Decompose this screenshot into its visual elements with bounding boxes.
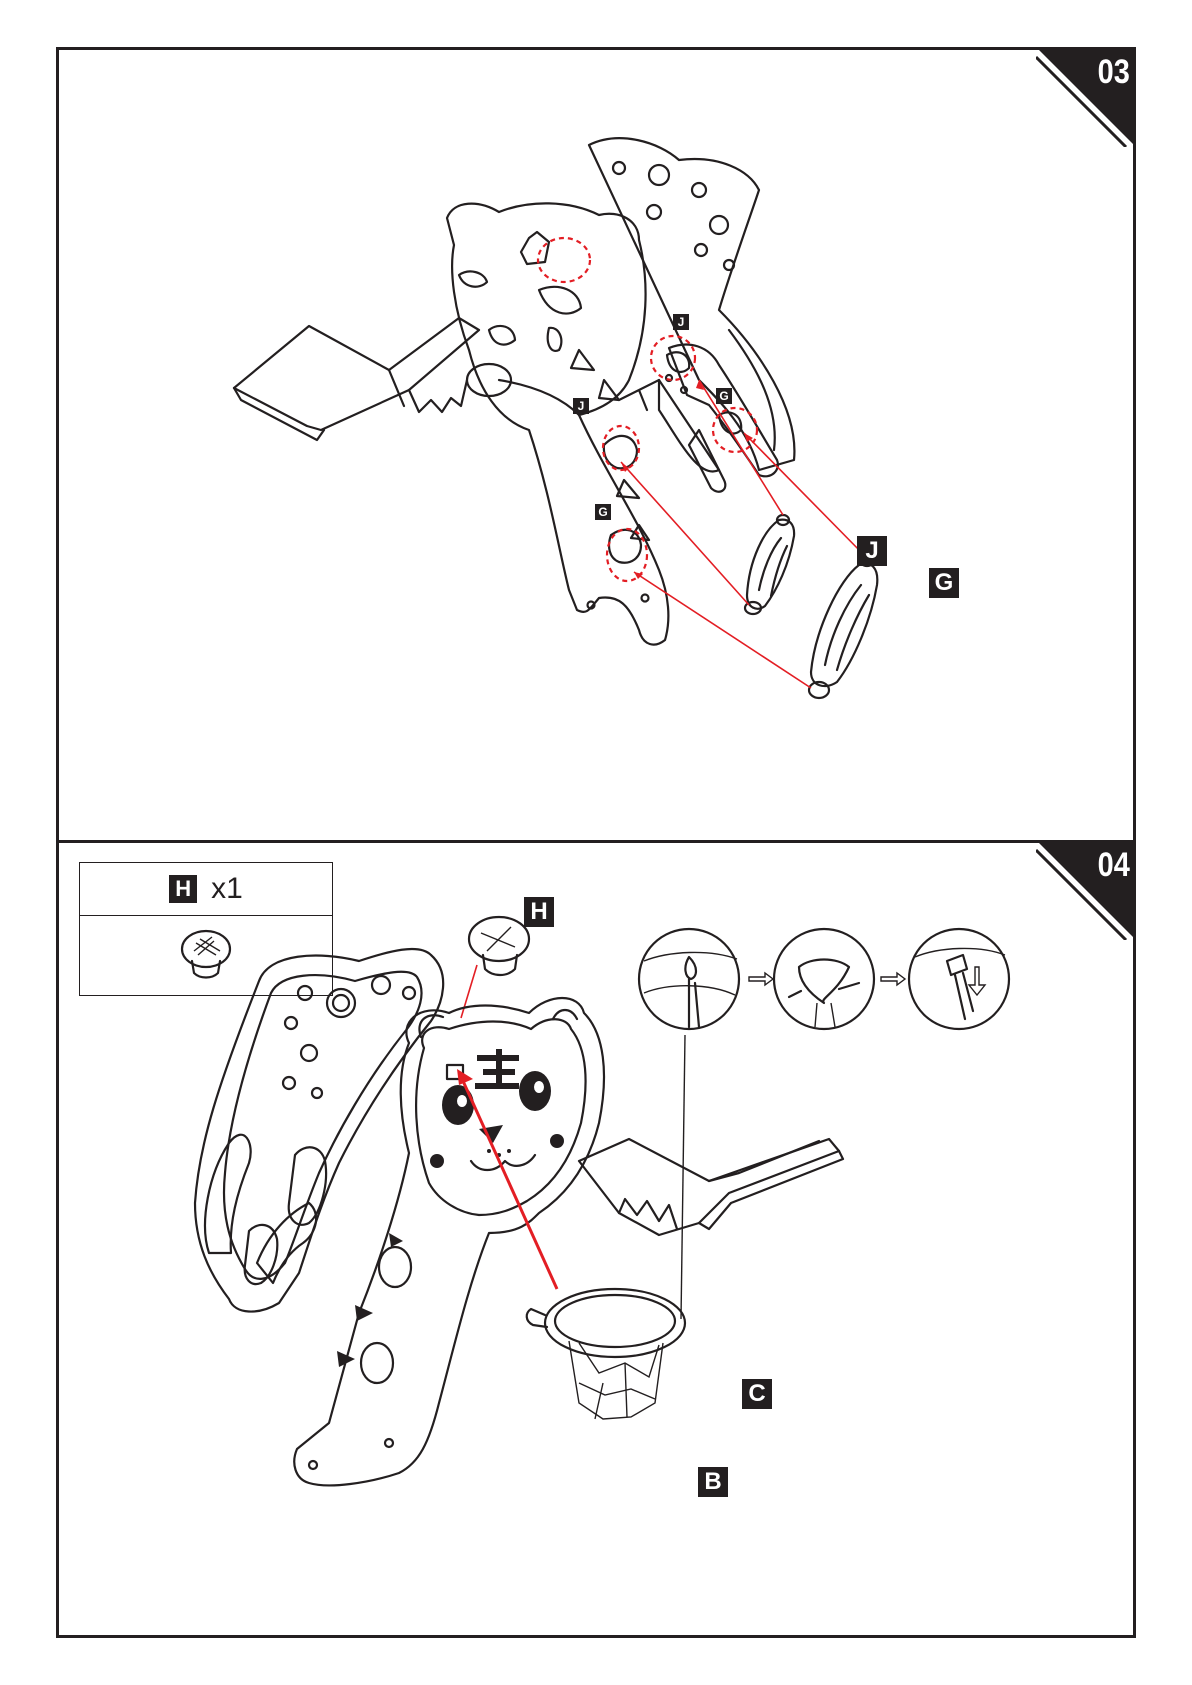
basketball-hoop <box>527 1289 685 1419</box>
step-03-illustration <box>59 50 1139 846</box>
front-tiger-panel <box>447 203 719 644</box>
step-04-illustration <box>59 843 1139 1641</box>
net-tie-detail-3 <box>909 929 1009 1029</box>
net-tie-detail-1 <box>639 929 739 1029</box>
net-detail-leader <box>681 1035 685 1319</box>
label-c: C <box>742 1379 772 1409</box>
label-j-upper: J <box>673 314 689 330</box>
net-tie-detail-2 <box>774 929 874 1029</box>
label-j-lower: J <box>573 398 589 414</box>
rear-climber-panel <box>589 138 794 470</box>
connector-tube-g <box>809 554 877 698</box>
screw-cap-h <box>461 917 529 1018</box>
guide-lines <box>621 380 864 688</box>
slide-chute <box>579 1139 843 1235</box>
connector-tube-j <box>745 515 794 614</box>
label-g-part: G <box>929 568 959 598</box>
front-tiger-panel <box>294 998 604 1485</box>
label-b: B <box>698 1467 728 1497</box>
step-03-panel: 03 <box>56 47 1136 843</box>
rear-climber-panel <box>195 949 443 1312</box>
label-g-upper: G <box>716 388 732 404</box>
label-g-lower: G <box>595 504 611 520</box>
slide-chute <box>234 318 479 440</box>
step-04-panel: 04 H x1 <box>56 840 1136 1638</box>
arrow-right-icon-2 <box>881 973 905 985</box>
label-h: H <box>524 897 554 927</box>
label-j-part: J <box>857 536 887 566</box>
arrow-right-icon-1 <box>749 973 773 985</box>
